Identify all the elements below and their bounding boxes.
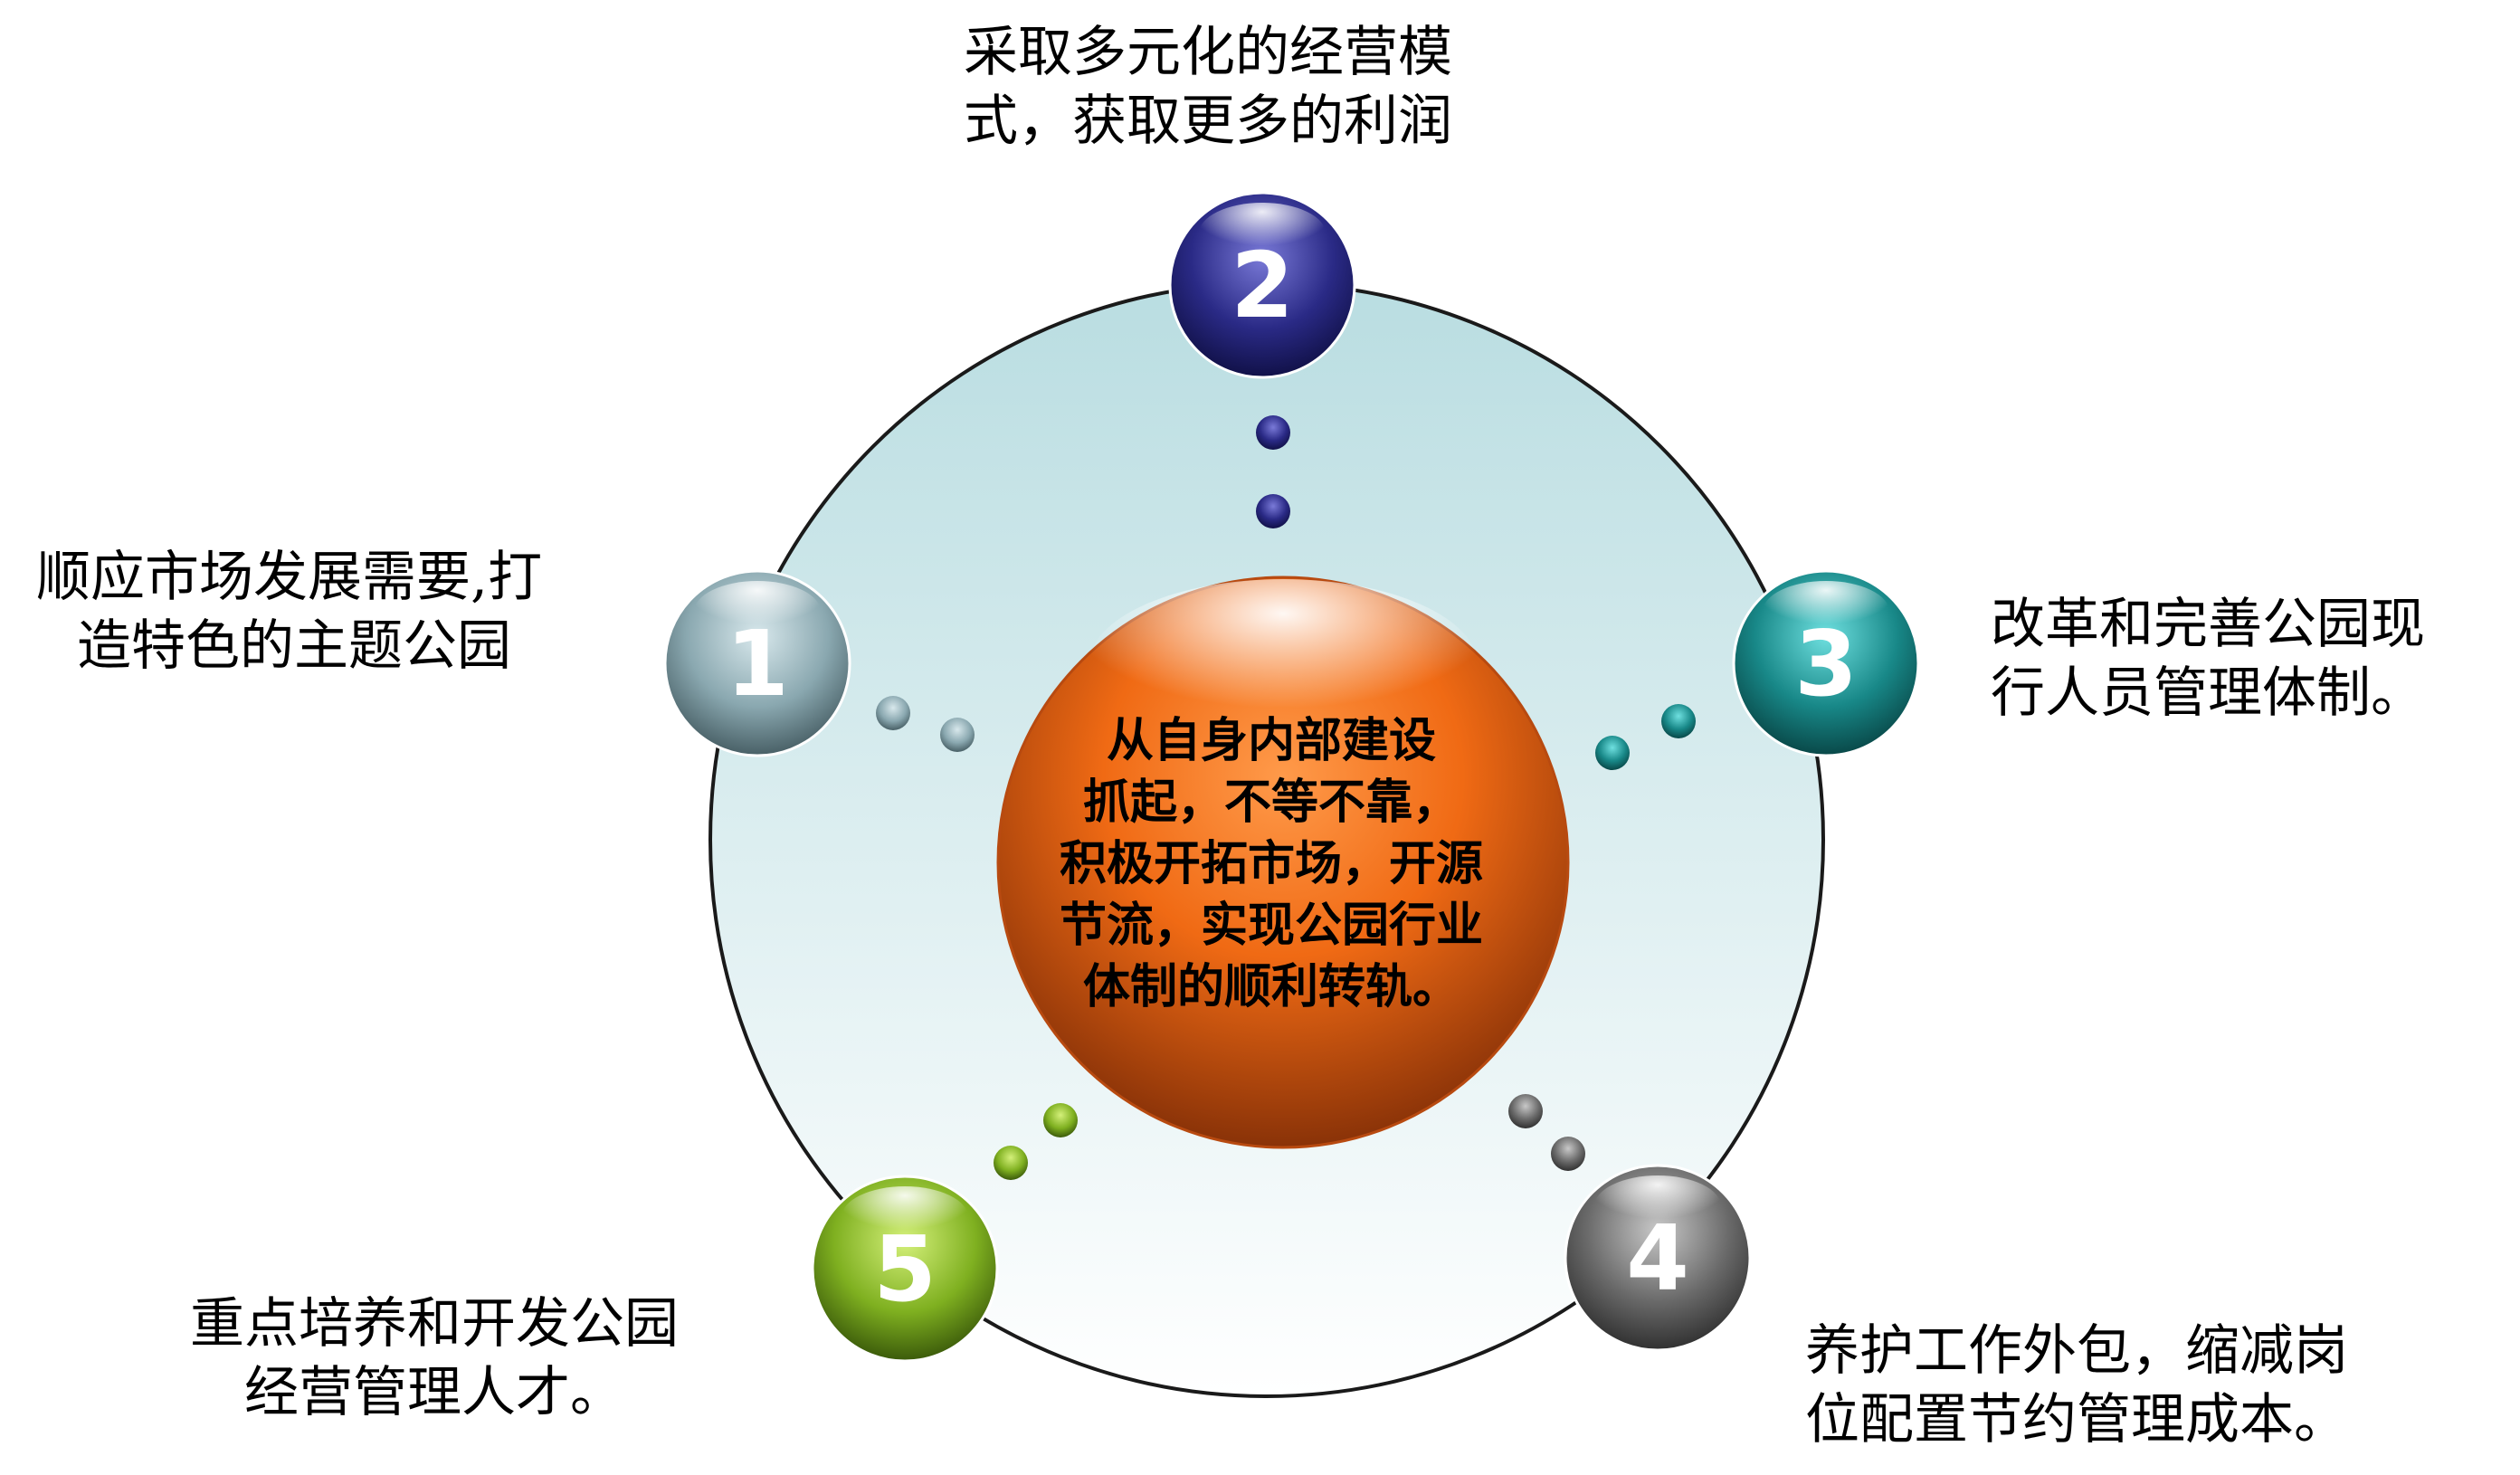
label-line: 行人员管理体制。 [1991, 661, 2425, 725]
connector-dots-5 [994, 1103, 1078, 1180]
label-line: 顺应市场发展需要,打 [36, 546, 543, 609]
center-text: 从自身内部建设 抓起，不等不靠， 积极开拓市场，开源 节流，实现公园行业 体制的… [1000, 710, 1543, 1018]
label-line: 采取多元化的经营模 [964, 21, 1452, 84]
center-sphere [996, 576, 1570, 1149]
node-label-2: 采取多元化的经营模 式，获取更多的利润 [964, 18, 1452, 156]
dot [940, 718, 975, 752]
node-label-4: 养护工作外包，缩减岗 位配置节约管理成本。 [1805, 1317, 2348, 1454]
center-line: 从自身内部建设 [1106, 713, 1436, 768]
dot [1595, 736, 1630, 770]
dot [1256, 494, 1290, 528]
connector-dots-1 [876, 696, 975, 752]
node-sphere-5: 5 [811, 1175, 999, 1363]
node-sphere-3: 3 [1732, 569, 1920, 757]
connector-dots-4 [1508, 1094, 1585, 1171]
label-line: 经营管理人才。 [244, 1361, 624, 1424]
dot [1043, 1103, 1078, 1137]
node-sphere-1: 1 [663, 569, 851, 757]
dot [1256, 415, 1290, 450]
node-label-1: 顺应市场发展需要,打 造特色的主题公园 [36, 543, 542, 680]
dot [1661, 704, 1696, 738]
connector-dots-2 [1256, 415, 1290, 528]
label-line: 造特色的主题公园 [77, 614, 511, 678]
dot [994, 1146, 1028, 1180]
node-number-2: 2 [1231, 233, 1294, 338]
label-line: 重点培养和开发公园 [190, 1292, 679, 1356]
dot [1551, 1137, 1585, 1171]
node-sphere-2: 2 [1168, 191, 1356, 379]
node-label-5: 重点培养和开发公园 经营管理人才。 [190, 1289, 679, 1427]
dot [1508, 1094, 1543, 1128]
label-line: 改革和完善公园现 [1991, 593, 2425, 656]
node-number-1: 1 [726, 611, 789, 717]
node-number-5: 5 [873, 1216, 937, 1322]
node-sphere-4: 4 [1564, 1164, 1752, 1352]
center-line: 节流，实现公园行业 [1059, 898, 1483, 953]
label-line: 式，获取更多的利润 [964, 90, 1452, 153]
center-line: 体制的顺利转轨。 [1082, 959, 1460, 1014]
node-number-4: 4 [1626, 1205, 1689, 1311]
node-label-3: 改革和完善公园现 行人员管理体制。 [1991, 590, 2425, 728]
center-line: 积极开拓市场，开源 [1059, 836, 1483, 891]
connector-dots-3 [1595, 704, 1696, 770]
node-number-3: 3 [1794, 611, 1858, 717]
label-line: 养护工作外包，缩减岗 [1805, 1319, 2348, 1383]
dot [876, 696, 910, 730]
label-line: 位配置节约管理成本。 [1805, 1388, 2348, 1451]
center-line: 抓起，不等不靠， [1082, 775, 1460, 830]
